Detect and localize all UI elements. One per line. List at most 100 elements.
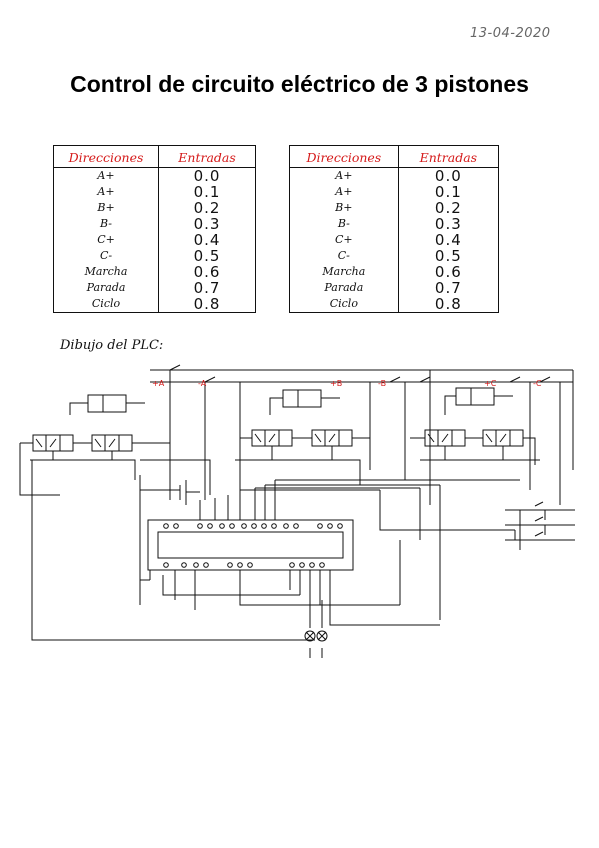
plc-output-terminal [299,562,305,568]
cell-direccion: Ciclo [289,296,399,313]
header-entradas: Entradas [158,145,256,168]
plc-input-terminal [219,523,225,529]
table-row: C-0.5 [289,248,499,264]
table-header-row: Direcciones Entradas [53,145,256,168]
top-bus-lines [150,364,574,510]
cylinder-a [69,394,145,415]
table-row: B- 0.3 [53,215,256,233]
output-lamps [304,630,328,642]
table-row: C- 0.5 [53,247,256,265]
sensor-label: -C [533,379,542,388]
table-row: B+ 0.2 [289,199,499,217]
cell-entrada: 0.0 [193,167,221,185]
plc-output-terminal [309,562,315,568]
table-header-row: Direcciones Entradas [289,145,499,168]
table-row: Parada 0.7 [53,279,256,297]
header-direcciones: Direcciones [289,145,399,168]
plc-input-terminal [317,523,323,529]
table-row: C+ 0.4 [289,231,499,249]
valves [32,429,524,452]
cell-entrada: 0.7 [434,279,462,297]
cell-entrada: 0.8 [193,295,221,313]
cell-entrada: 0.0 [434,167,462,185]
cell-direccion: B- [53,216,160,232]
plc-input-terminal [327,523,333,529]
table-row: A+ 0.0 [53,167,256,185]
plc-output-terminal [289,562,295,568]
table-row: A+ 0.0 [289,167,499,185]
plc-output-wiring [31,460,441,658]
table-row: Ciclo 0.8 [289,295,499,313]
plc-input-wiring [199,479,575,620]
sensor-label: -B [378,379,386,388]
page-title: Control de circuito eléctrico de 3 pisto… [70,71,529,97]
sensor-label: +C [484,379,497,388]
plc-input-terminal [271,523,277,529]
cell-entrada: 0.6 [434,263,462,281]
cell-direccion: Marcha [53,264,160,280]
cell-direccion: B+ [53,200,160,216]
cell-entrada: 0.2 [434,199,462,217]
cylinder-b [269,389,340,415]
cell-entrada: 0.5 [193,247,221,265]
table-row: Parada 0.7 [289,279,499,297]
table-row: B+0.2 [53,200,256,216]
table-row: C+ 0.4 [53,231,256,249]
cell-direccion: A+ [289,167,399,184]
plc-input-terminal [241,523,247,529]
plc-output-terminal [181,562,187,568]
cell-entrada: 0.3 [434,215,462,233]
table-row: B-0.3 [289,215,499,233]
table-row: Marcha 0.6 [53,263,256,281]
cell-direccion: C+ [289,232,399,248]
cell-entrada: 0.6 [193,263,221,281]
plc-input-terminal [293,523,299,529]
plc-output-terminal [203,562,209,568]
cell-direccion: C- [53,248,160,264]
sensor-label: +B [330,379,342,388]
cylinder-c [444,387,513,415]
plc-drawing-label: Dibujo del PLC: [60,338,164,353]
table-row: Ciclo 0.8 [53,295,256,313]
plc-output-terminal [319,562,325,568]
plc-input-terminal [207,523,213,529]
cell-direccion: C- [289,248,399,264]
plc-input-terminal [197,523,203,529]
cell-direccion: Parada [289,280,399,296]
cell-entrada: 0.7 [193,279,221,297]
cell-direccion: A+ [53,167,160,184]
cell-direccion: A+ [289,184,399,200]
plc-output-terminal [247,562,253,568]
plc-output-terminal [227,562,233,568]
cell-entrada: 0.4 [193,231,221,249]
plc-input-terminal [163,523,169,529]
plc-input-terminal [173,523,179,529]
cell-direccion: B+ [289,200,399,216]
plc-input-terminal [229,523,235,529]
plc-output-terminal [237,562,243,568]
cell-direccion: Marcha [289,264,399,280]
sensor-label: -A [198,379,207,388]
table-row: A+ 0.1 [289,183,499,201]
cell-entrada: 0.4 [434,231,462,249]
cell-direccion: Parada [53,280,160,296]
cell-entrada: 0.1 [193,183,221,201]
plc-terminals [163,523,343,568]
cell-entrada: 0.3 [193,215,221,233]
plc-block [147,519,354,571]
table-row: A+0.1 [53,183,256,201]
power-source [140,480,200,505]
cell-direccion: Ciclo [53,296,160,313]
table-row: Marcha 0.6 [289,263,499,281]
plc-input-terminal [251,523,257,529]
date-label: 13-04-2020 [470,26,551,41]
valve-wiring [19,437,540,496]
cell-entrada: 0.1 [434,183,462,201]
plc-input-terminal [337,523,343,529]
cell-direccion: C+ [53,232,160,248]
plc-input-terminal [261,523,267,529]
header-direcciones: Direcciones [53,145,160,168]
cell-entrada: 0.8 [434,295,462,313]
